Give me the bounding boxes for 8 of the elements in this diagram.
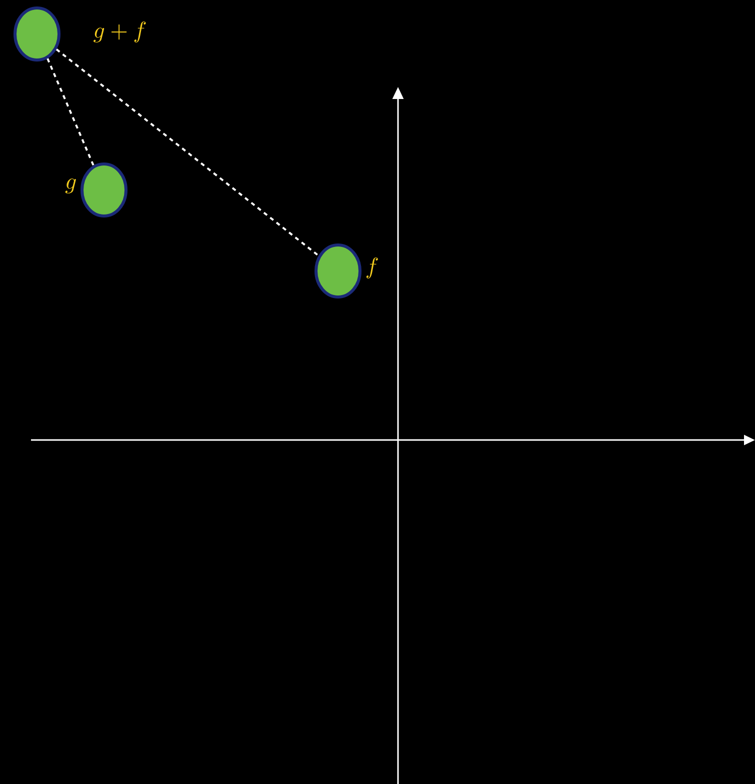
dot xyxy=(80,162,128,218)
math-label: $f$ xyxy=(366,258,378,278)
dashed-line xyxy=(56,48,320,256)
dashed-line xyxy=(46,58,94,166)
math-label: $g$ xyxy=(65,178,76,194)
dot xyxy=(314,244,362,298)
dot xyxy=(14,6,60,62)
math-label: $g+f$ xyxy=(94,22,146,42)
